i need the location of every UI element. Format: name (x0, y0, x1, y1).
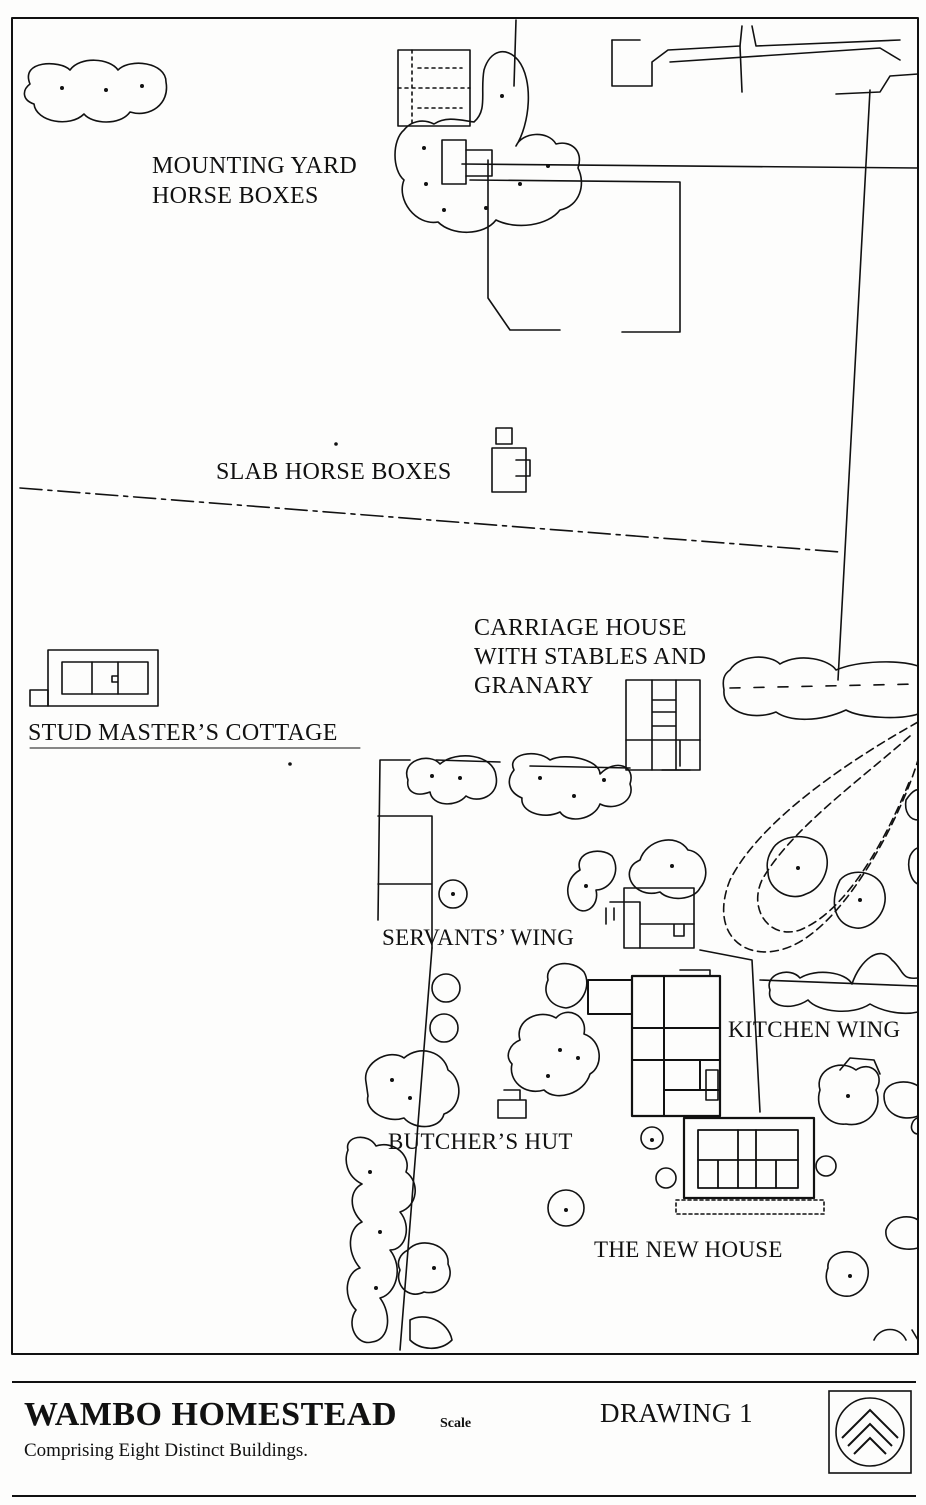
slab-horse-boxes-building (491, 427, 531, 493)
tree (640, 1126, 664, 1150)
tree (655, 1167, 677, 1189)
site-plan (11, 17, 919, 1355)
tree (815, 1155, 837, 1177)
hedge-kitchen (768, 952, 919, 1015)
title-block: WAMBO HOMESTEAD Scale Comprising Eight D… (12, 1380, 916, 1498)
tree (429, 1013, 459, 1043)
label-granary: GRANARY (474, 673, 594, 699)
title-block-rules (12, 1381, 916, 1497)
label-servants-wing: SERVANTS’ WING (382, 925, 575, 950)
tree (397, 1242, 451, 1295)
long-fence (837, 89, 871, 681)
tree-group (507, 1011, 600, 1097)
tree (628, 839, 707, 900)
dashed-boundary (19, 487, 841, 553)
label-butchers-hut: BUTCHER’S HUT (388, 1129, 573, 1154)
label-carriage-house: CARRIAGE HOUSE (474, 615, 687, 641)
driveway-inner (756, 735, 911, 933)
driveway-outer (722, 721, 919, 953)
tree-group (508, 752, 632, 820)
drawing-subtitle: Comprising Eight Distinct Buildings. (24, 1440, 308, 1461)
tree-group-nw (23, 59, 168, 123)
tree (547, 1189, 585, 1227)
tree-group (405, 755, 498, 805)
hedge-east (722, 656, 919, 721)
drawing-title: WAMBO HOMESTEAD (24, 1396, 398, 1433)
scale-label: Scale (440, 1416, 472, 1431)
tree (817, 1064, 880, 1126)
tree (431, 973, 461, 1003)
label-mounting-yard: MOUNTING YARD (152, 153, 358, 179)
label-slab-horse-boxes: SLAB HORSE BOXES (216, 459, 452, 485)
tree-group (364, 1050, 460, 1128)
yard-fence (461, 163, 919, 169)
label-stud-masters-cottage: STUD MASTER’S COTTAGE (28, 720, 338, 746)
label-horse-boxes: HORSE BOXES (152, 183, 319, 209)
tree (825, 1250, 870, 1297)
stud-masters-cottage-building (47, 649, 159, 707)
butchers-hut-building (497, 1089, 527, 1119)
carriage-house-building (625, 679, 701, 771)
tree-row-west (345, 1136, 416, 1344)
label-carriage-house-stables: WITH STABLES AND (474, 644, 707, 670)
tree (766, 835, 828, 898)
garden-fence (377, 759, 433, 949)
label-kitchen-wing: KITCHEN WING (728, 1017, 901, 1042)
tree (438, 879, 468, 909)
kitchen-wing-building (630, 974, 722, 1118)
tree (833, 871, 886, 929)
servants-wing-building (623, 887, 695, 949)
drawing-number: DRAWING 1 (600, 1398, 754, 1428)
tree-group-mounting-yard (394, 50, 583, 233)
new-house-building (682, 1116, 816, 1200)
tree (545, 962, 588, 1009)
triangle-roof-logo-icon (828, 1390, 912, 1474)
label-new-house: THE NEW HOUSE (594, 1237, 783, 1262)
tree (567, 850, 617, 912)
